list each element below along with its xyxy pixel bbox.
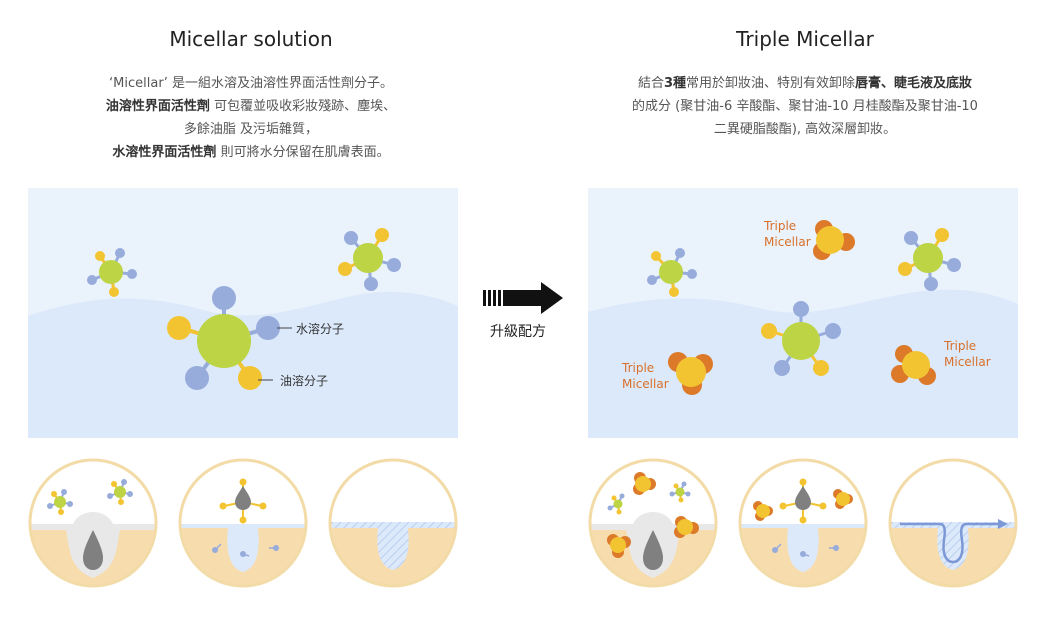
skin-step-1-circle bbox=[28, 458, 158, 588]
triple-micellar-cluster bbox=[813, 220, 855, 260]
right-desc-line-1: 結合3種常用於卸妝油、特別有效卸除唇膏、睫毛液及底妝 bbox=[637, 76, 973, 91]
small-micelle-molecule bbox=[87, 248, 137, 297]
left-desc-line-2: 油溶性界面活性劑 可包覆並吸收彩妝殘跡、塵埃、 bbox=[105, 99, 397, 114]
triple-skin-step-3-circle bbox=[888, 458, 1018, 588]
skin-step-2-circle bbox=[178, 458, 308, 588]
left-desc-line-3: 多餘油脂 及污垢雜質， bbox=[183, 122, 319, 137]
medium-micelle-molecule bbox=[898, 228, 961, 291]
triple-micellar-cluster bbox=[668, 352, 713, 395]
large-micelle-molecule bbox=[167, 286, 280, 390]
oil-molecule-label: 油溶分子 bbox=[280, 374, 329, 388]
micellar-solution-panel: 水溶分子 油溶分子 bbox=[28, 188, 458, 438]
water-molecule-label: 水溶分子 bbox=[296, 322, 345, 336]
right-desc-line-3: 二異硬脂酸酯), 高效深層卸妝。 bbox=[713, 122, 897, 137]
triple-skin-step-2-circle bbox=[738, 458, 868, 588]
left-desc-line-4: 水溶性界面活性劑 則可將水分保留在肌膚表面。 bbox=[112, 145, 390, 160]
upgrade-arrow-icon bbox=[483, 282, 565, 318]
skin-step-3-circle bbox=[328, 458, 458, 588]
center-micelle-molecule bbox=[761, 301, 841, 376]
medium-micelle-molecule bbox=[338, 228, 401, 291]
small-micelle-molecule bbox=[647, 248, 697, 297]
right-desc-line-2: 的成分 (聚甘油-6 辛酸酯、聚甘油-10 月桂酸酯及聚甘油-10 bbox=[632, 99, 978, 114]
triple-micellar-cluster bbox=[891, 345, 936, 385]
left-title: Micellar solution bbox=[169, 27, 333, 51]
triple-skin-step-1-circle bbox=[588, 458, 718, 588]
left-description: ‘Micellar’ 是一組水溶及油溶性界面活性劑分子。 油溶性界面活性劑 可包… bbox=[21, 72, 481, 164]
left-desc-line-1: ‘Micellar’ 是一組水溶及油溶性界面活性劑分子。 bbox=[109, 76, 393, 91]
right-description: 結合3種常用於卸妝油、特別有效卸除唇膏、睫毛液及底妝 的成分 (聚甘油-6 辛酸… bbox=[575, 72, 1035, 141]
upgrade-label: 升級配方 bbox=[490, 324, 546, 340]
right-title: Triple Micellar bbox=[736, 27, 874, 51]
